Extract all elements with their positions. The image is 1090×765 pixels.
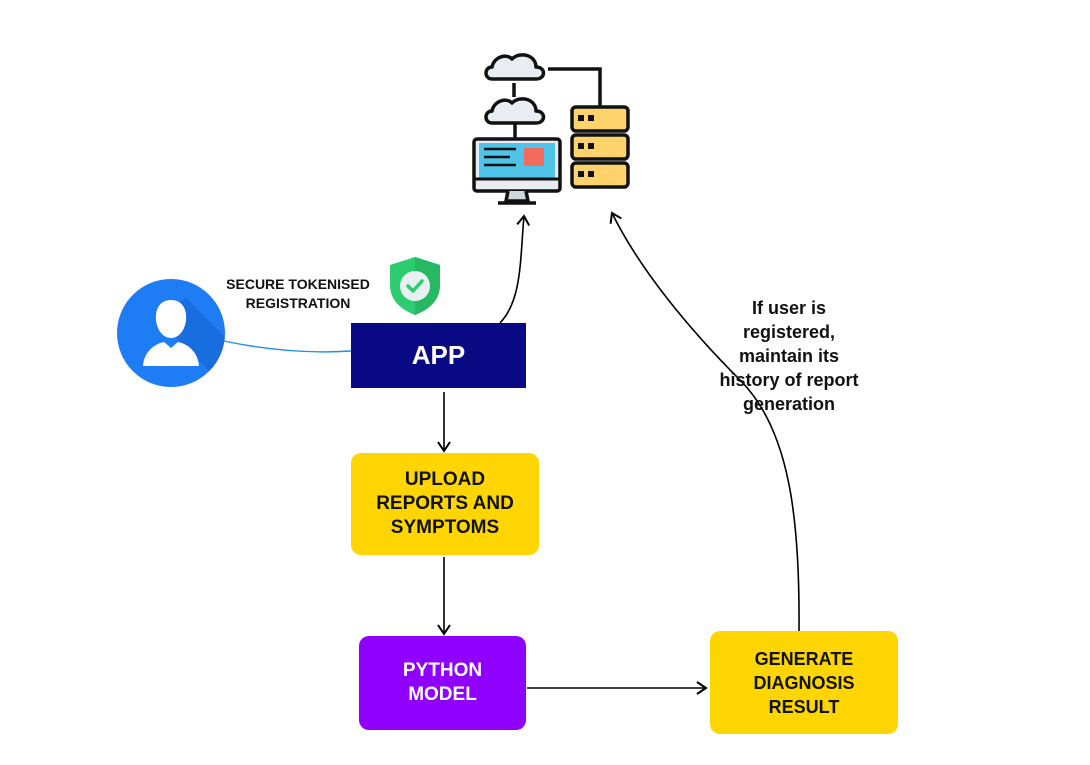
user-to-app-line: [223, 340, 352, 353]
app-node: APP: [351, 323, 526, 388]
history-note-label: If user is registered, maintain its hist…: [719, 298, 859, 414]
app-to-server-arrow: [499, 214, 531, 324]
cloud-server-computer-icon: [472, 53, 630, 205]
generate-diagnosis-node: GENERATE DIAGNOSIS RESULT: [710, 631, 898, 734]
shield-check-icon: [390, 257, 440, 315]
generate-to-server-arrow: [609, 211, 800, 632]
python-model-node: PYTHON MODEL: [359, 636, 526, 730]
upload-reports-node: UPLOAD REPORTS AND SYMPTOMS: [351, 453, 539, 555]
secure-registration-label: SECURE TOKENISED REGISTRATION: [226, 276, 370, 311]
user-avatar-icon: [117, 279, 225, 387]
